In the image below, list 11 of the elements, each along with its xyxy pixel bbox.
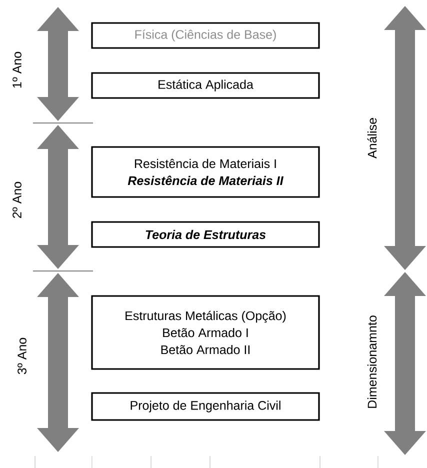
- course-box: Teoria de Estruturas: [91, 221, 320, 248]
- rotated-label: Dimensionamnto: [367, 316, 377, 408]
- course-box: Física (Ciências de Base): [91, 22, 320, 49]
- rotated-label: 1º Ano: [12, 52, 22, 88]
- rotated-label: 3º Ano: [18, 338, 26, 374]
- rotated-label: 2º Ano: [12, 182, 22, 218]
- course-box: Estática Aplicada: [91, 72, 320, 99]
- course-box: Estruturas Metálicas (Opção) Betão Armado I Betão Armado II: [91, 295, 320, 370]
- course-box: Projeto de Engenharia Civil: [91, 392, 320, 421]
- course-box: Resistência de Materiais I Resistência de Materiais II: [91, 146, 320, 198]
- rotated-label: Análise: [367, 118, 377, 158]
